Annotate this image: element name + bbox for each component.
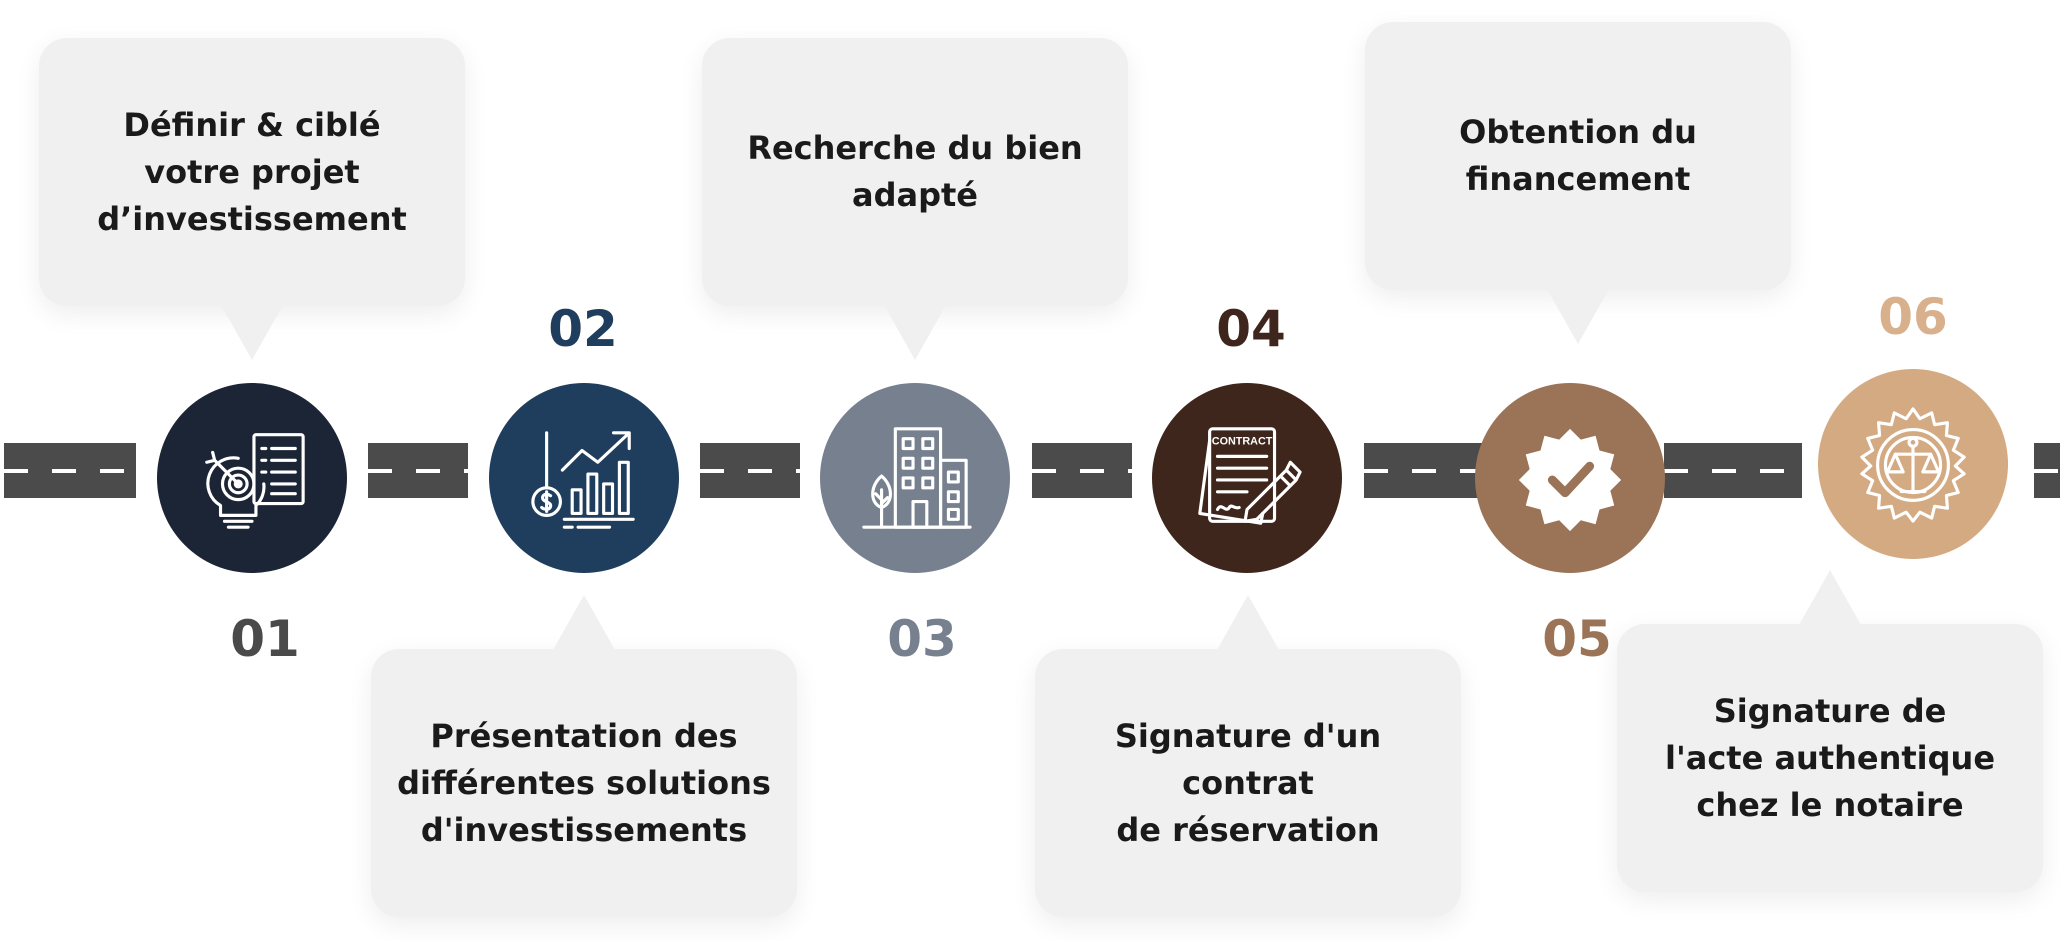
step-5-node <box>1475 383 1665 573</box>
road-segment <box>1364 443 1482 498</box>
check-badge-icon <box>1518 428 1622 532</box>
step-2-number: 02 <box>548 300 618 358</box>
step-6-number: 06 <box>1878 288 1948 346</box>
step-3-bubble: Recherche du bien adapté <box>702 38 1128 360</box>
step-5-label: Obtention du financement <box>1459 113 1697 198</box>
step-3-node <box>820 383 1010 573</box>
road-segment <box>4 443 136 498</box>
building-icon <box>862 427 972 529</box>
step-4-number: 04 <box>1216 300 1286 358</box>
step-2-bubble: Présentation des différentes solutions d… <box>371 595 797 917</box>
road-segment <box>700 443 800 498</box>
step-1-number: 01 <box>230 610 300 668</box>
step-3-label: Recherche du bien adapté <box>747 129 1083 214</box>
step-6-node <box>1818 369 2008 559</box>
step-3-number: 03 <box>887 610 957 668</box>
step-5-bubble: Obtention du financement <box>1365 22 1791 344</box>
step-4-bubble: Signature d'un contrat de réservation <box>1035 595 1461 917</box>
step-1-node <box>157 383 347 573</box>
road-segment <box>368 443 468 498</box>
step-4-node: CONTRACT <box>1152 383 1342 573</box>
road-segment <box>1032 443 1132 498</box>
contract-word: CONTRACT <box>1212 436 1273 448</box>
step-2-label: Présentation des différentes solutions d… <box>397 716 771 849</box>
contract-icon: CONTRACT <box>1198 427 1302 525</box>
step-2-node <box>489 383 679 573</box>
step-1-label: Définir & ciblé votre projet d’investiss… <box>97 105 407 238</box>
road-segment <box>1664 443 1802 498</box>
road-segment <box>2034 443 2060 498</box>
investment-chart-icon <box>531 431 635 529</box>
step-5-number: 05 <box>1542 610 1612 668</box>
step-4-label: Signature d'un contrat de réservation <box>1114 716 1382 849</box>
step-6-label: Signature de l'acte authentique chez le … <box>1664 691 1996 824</box>
step-6-bubble: Signature de l'acte authentique chez le … <box>1617 570 2043 892</box>
step-1-bubble: Définir & ciblé votre projet d’investiss… <box>39 38 465 360</box>
target-lightbulb-icon <box>205 433 305 529</box>
notary-seal-icon <box>1860 407 1966 523</box>
